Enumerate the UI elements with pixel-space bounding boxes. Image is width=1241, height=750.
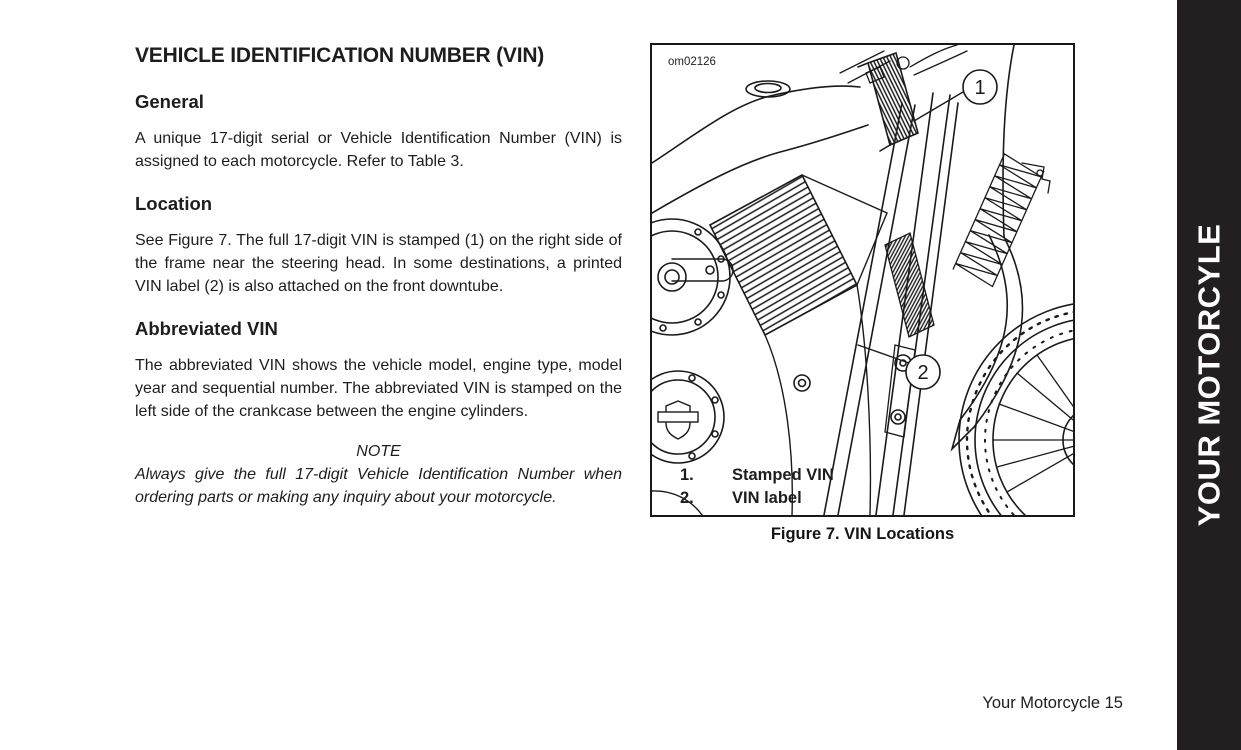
callout-2-number: 2 — [917, 362, 928, 384]
note-label: NOTE — [356, 443, 401, 460]
legend-label: Stamped VIN — [732, 466, 834, 484]
fork-boot — [952, 153, 1045, 288]
figure-image-code: om02126 — [668, 56, 716, 68]
page-title: VEHICLE IDENTIFICATION NUMBER (VIN) — [135, 44, 545, 67]
callout-2: 2 — [857, 344, 941, 390]
legend-label: VIN label — [732, 489, 802, 507]
derby-cover — [652, 370, 725, 515]
engine-cylinders — [708, 173, 935, 515]
note-block: NOTE Always give the full 17-digit Vehic… — [135, 443, 622, 509]
figure-frame: 1 2 om02126 1. Stamped VIN 2. VIN label — [650, 43, 1075, 517]
callout-1-number: 1 — [974, 77, 985, 99]
chapter-tab-label: YOUR MOTORCYLE — [1191, 223, 1227, 527]
legend-number: 2. — [680, 489, 694, 507]
harley-bar-and-shield-logo — [657, 400, 699, 440]
legend-row-2: 2. VIN label — [680, 487, 834, 510]
section-body-location: See Figure 7. The full 17-digit VIN is s… — [135, 232, 622, 295]
note-body: Always give the full 17-digit Vehicle Id… — [135, 466, 622, 506]
figure-caption: Figure 7. VIN Locations — [770, 525, 955, 543]
figure-vin-locations: 1 2 om02126 1. Stamped VIN 2. VIN label … — [650, 43, 1075, 544]
section-abbreviated-vin: Abbreviated VIN The abbreviated VIN show… — [135, 318, 622, 423]
section-body-general: A unique 17-digit serial or Vehicle Iden… — [135, 130, 622, 170]
fuel-tank — [652, 80, 869, 214]
steering-head-vin-boss — [857, 51, 919, 152]
section-general: General A unique 17-digit serial or Vehi… — [135, 91, 622, 173]
callout-1: 1 — [913, 69, 998, 122]
air-cleaner-cover — [652, 218, 734, 336]
section-heading-abbreviated-vin: Abbreviated VIN — [135, 318, 278, 339]
frame-downtube — [823, 102, 916, 515]
section-body-abbreviated-vin: The abbreviated VIN shows the vehicle mo… — [135, 357, 622, 420]
legend-row-1: 1. Stamped VIN — [680, 464, 834, 487]
page-footer: Your Motorcycle 15 — [982, 694, 1123, 712]
figure-legend: 1. Stamped VIN 2. VIN label — [680, 464, 834, 510]
section-heading-general: General — [135, 91, 204, 112]
section-location: Location See Figure 7. The full 17-digit… — [135, 193, 622, 298]
fender-bracket — [1021, 162, 1051, 194]
text-column: VEHICLE IDENTIFICATION NUMBER (VIN) Gene… — [135, 44, 622, 509]
chapter-tab: YOUR MOTORCYLE — [1177, 0, 1241, 750]
section-heading-location: Location — [135, 193, 213, 214]
legend-number: 1. — [680, 466, 694, 484]
motorcycle-line-drawing: 1 2 — [652, 45, 1073, 515]
front-wheel — [958, 303, 1073, 515]
